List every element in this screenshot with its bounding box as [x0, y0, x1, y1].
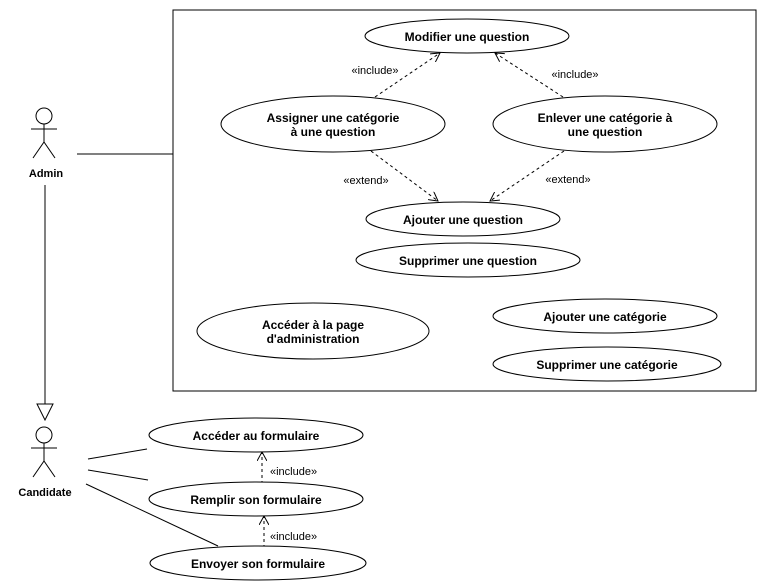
system-boundary — [172, 9, 757, 392]
use-case-assigner-categorie: Assigner une catégorie à une question — [220, 95, 446, 153]
relation-label: «include» — [551, 69, 598, 81]
relation-label: «include» — [351, 65, 398, 77]
relation-label: «include» — [270, 466, 317, 478]
use-case-supprimer-une-question: Supprimer une question — [355, 242, 581, 278]
relation-enlever-modifier: «include» — [495, 53, 599, 98]
relation-label: «extend» — [343, 175, 388, 187]
actor-admin-label: Admin — [29, 168, 64, 180]
actor-admin: Admin — [29, 107, 64, 180]
relation-assigner-ajouter: «extend» — [343, 150, 438, 201]
use-case-label: Remplir son formulaire — [190, 493, 322, 507]
relation-assigner-modifier: «include» — [351, 53, 440, 98]
use-case-label: Envoyer son formulaire — [191, 557, 325, 571]
relation-envoyer-remplir: «include» — [264, 516, 317, 548]
use-case-ajouter-une-categorie: Ajouter une catégorie — [492, 298, 718, 334]
use-case-label: Ajouter une question — [403, 213, 523, 227]
use-case-label: Ajouter une catégorie — [543, 310, 667, 324]
use-case-label: Accéder au formulaire — [193, 429, 320, 443]
use-case-label: Supprimer une catégorie — [536, 358, 678, 372]
association-candidate-acceder — [87, 448, 148, 460]
use-case-remplir-son-formulaire: Remplir son formulaire — [148, 481, 364, 517]
use-case-enlever-categorie: Enlever une catégorie à une question — [492, 95, 718, 153]
relation-label: «extend» — [545, 174, 590, 186]
use-case-acceder-page-administration: Accéder à la page d'administration — [196, 302, 430, 360]
relation-enlever-ajouter: «extend» — [490, 150, 591, 201]
use-case-envoyer-son-formulaire: Envoyer son formulaire — [149, 545, 367, 581]
use-case-label: Accéder à la page — [262, 318, 364, 332]
use-case-ajouter-une-question: Ajouter une question — [365, 201, 561, 237]
use-case-label: Enlever une catégorie à — [538, 111, 673, 125]
use-case-label: d'administration — [267, 332, 360, 346]
use-case-label: Modifier une question — [405, 30, 530, 44]
use-case-label: Assigner une catégorie — [267, 111, 400, 125]
use-case-acceder-au-formulaire: Accéder au formulaire — [148, 417, 364, 453]
actor-candidate-label: Candidate — [18, 487, 71, 499]
association-candidate-envoyer — [85, 483, 219, 547]
relation-remplir-acceder: «include» — [262, 452, 317, 484]
use-case-modifier-une-question: Modifier une question — [364, 18, 570, 54]
use-case-label: à une question — [291, 125, 376, 139]
use-case-supprimer-une-categorie: Supprimer une catégorie — [492, 346, 722, 382]
actor-candidate: Candidate — [18, 426, 72, 499]
use-case-label: une question — [568, 125, 643, 139]
generalization-admin-candidate — [36, 185, 54, 422]
association-candidate-remplir — [87, 469, 149, 481]
relation-label: «include» — [270, 531, 317, 543]
use-case-label: Supprimer une question — [399, 254, 537, 268]
